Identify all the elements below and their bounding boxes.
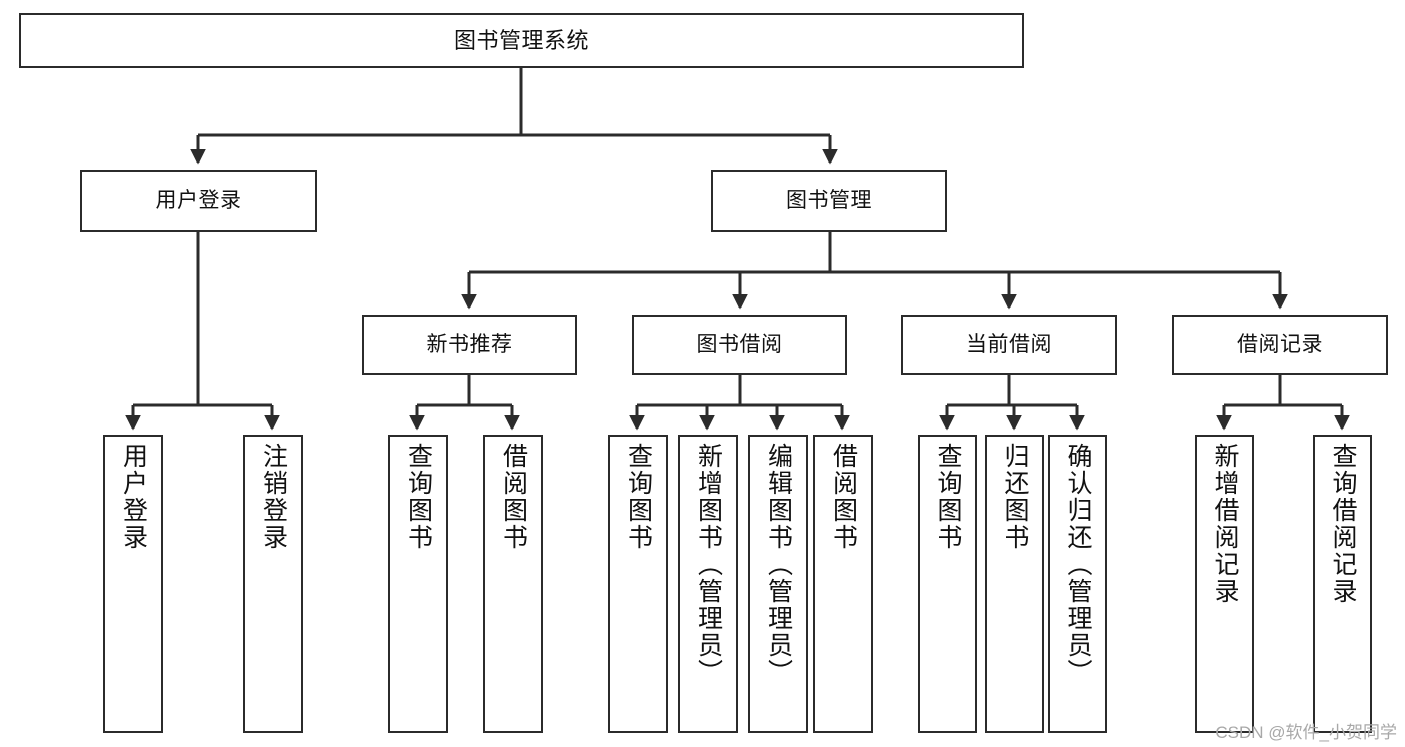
leaf-user-login[interactable]: 用户登录 [103,435,163,733]
leaf-borrow-book-recommend[interactable]: 借阅图书 [483,435,543,733]
node-label: 查询图书 [624,443,653,551]
node-label: 借阅记录 [1237,332,1323,356]
node-label: 新增借阅记录 [1211,443,1239,605]
node-label: 新增图书（管理员） [694,443,723,686]
node-label: 借阅图书 [499,443,528,551]
leaf-add-book-admin[interactable]: 新增图书（管理员） [678,435,738,733]
leaf-return-book[interactable]: 归还图书 [985,435,1044,733]
node-label: 当前借阅 [966,332,1052,356]
node-label: 归还图书 [1001,443,1029,551]
node-label: 图书管理系统 [453,27,589,53]
node-borrow-record[interactable]: 借阅记录 [1172,315,1388,375]
node-label: 新书推荐 [426,332,513,356]
node-label: 查询图书 [404,443,433,551]
node-label: 用户登录 [155,188,242,212]
leaf-query-borrow-record[interactable]: 查询借阅记录 [1313,435,1372,733]
leaf-logout-login[interactable]: 注销登录 [243,435,303,733]
leaf-add-borrow-record[interactable]: 新增借阅记录 [1195,435,1254,733]
leaf-edit-book-admin[interactable]: 编辑图书（管理员） [748,435,808,733]
node-label: 借阅图书 [829,443,858,551]
node-label: 图书借阅 [696,332,783,356]
leaf-query-book-borrow[interactable]: 查询图书 [608,435,668,733]
node-label: 查询借阅记录 [1329,443,1357,605]
leaf-query-book-current[interactable]: 查询图书 [918,435,977,733]
leaf-borrow-book[interactable]: 借阅图书 [813,435,873,733]
node-label: 注销登录 [259,443,288,551]
node-current-borrow[interactable]: 当前借阅 [901,315,1117,375]
leaf-query-book-recommend[interactable]: 查询图书 [388,435,448,733]
node-label: 图书管理 [786,188,872,212]
node-new-book-recommend[interactable]: 新书推荐 [362,315,577,375]
node-user-login[interactable]: 用户登录 [80,170,317,232]
node-label: 用户登录 [119,443,148,551]
node-label: 查询图书 [934,443,962,551]
node-label: 编辑图书（管理员） [764,443,793,686]
leaf-confirm-return-admin[interactable]: 确认归还（管理员） [1048,435,1107,733]
node-book-borrow[interactable]: 图书借阅 [632,315,847,375]
node-book-management[interactable]: 图书管理 [711,170,947,232]
node-label: 确认归还（管理员） [1064,443,1092,686]
csdn-watermark: CSDN @软件_小贺同学 [1215,723,1397,742]
node-root-book-management-system[interactable]: 图书管理系统 [19,13,1024,68]
